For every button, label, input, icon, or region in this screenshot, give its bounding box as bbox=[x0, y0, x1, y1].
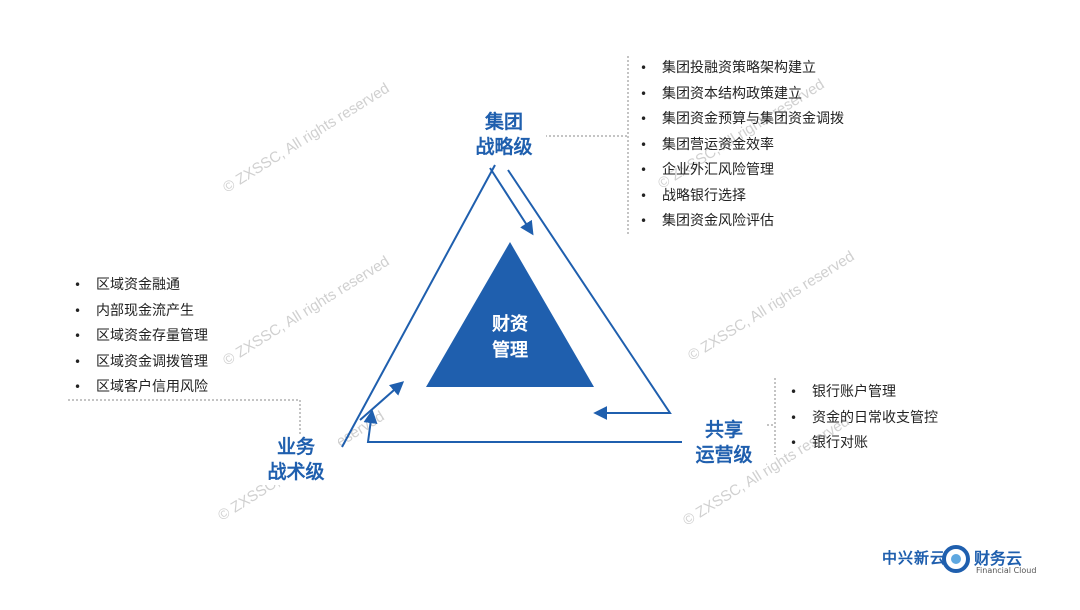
list-item: 区域资金调拨管理 bbox=[74, 350, 208, 376]
logo-mark-icon bbox=[942, 545, 970, 573]
list-item: 战略银行选择 bbox=[640, 184, 844, 210]
list-item: 企业外汇风险管理 bbox=[640, 158, 844, 184]
node-business-tactical: 业务 战术级 bbox=[254, 435, 338, 485]
node-shared-operational: 共享 运营级 bbox=[682, 418, 766, 468]
node-group-strategic-line2: 战略级 bbox=[475, 136, 533, 158]
arrow-top-to-right bbox=[489, 167, 534, 236]
logo-brand2: 财务云 bbox=[974, 549, 1023, 568]
logo-brand1: 中兴新云 bbox=[882, 549, 947, 567]
list-item: 银行账户管理 bbox=[790, 380, 938, 406]
company-logo: 中兴新云 财务云 Financial Cloud bbox=[882, 543, 1042, 583]
node-shared-operational-line2: 运营级 bbox=[695, 444, 753, 466]
node-group-strategic-line1: 集团 bbox=[484, 111, 523, 133]
node-shared-operational-line1: 共享 bbox=[704, 419, 743, 441]
list-item: 集团资金预算与集团资金调拨 bbox=[640, 107, 844, 133]
arrow-top-outer-line bbox=[507, 169, 672, 420]
list-item: 集团投融资策略架构建立 bbox=[640, 56, 844, 82]
list-item: 区域资金存量管理 bbox=[74, 324, 208, 350]
center-triangle bbox=[426, 242, 594, 387]
list-item: 集团资金风险评估 bbox=[640, 209, 844, 235]
list-item: 资金的日常收支管控 bbox=[790, 406, 938, 432]
node-group-strategic: 集团 战略级 bbox=[462, 110, 546, 160]
list-item: 区域客户信用风险 bbox=[74, 375, 208, 401]
list-item: 内部现金流产生 bbox=[74, 299, 208, 325]
arrow-left-inner bbox=[359, 381, 405, 421]
arrow-left-to-top bbox=[341, 164, 496, 448]
center-label-line1: 财资 bbox=[492, 314, 528, 335]
left-list: 区域资金融通 内部现金流产生 区域资金存量管理 区域资金调拨管理 区域客户信用风… bbox=[74, 273, 208, 401]
logo-brand2-sub: Financial Cloud bbox=[976, 566, 1037, 575]
list-item: 银行对账 bbox=[790, 431, 938, 457]
list-item: 区域资金融通 bbox=[74, 273, 208, 299]
center-label: 财资 管理 bbox=[470, 312, 550, 364]
arrow-right-to-left bbox=[363, 409, 688, 443]
node-business-tactical-line1: 业务 bbox=[276, 436, 315, 458]
list-item: 集团营运资金效率 bbox=[640, 133, 844, 159]
node-business-tactical-line2: 战术级 bbox=[267, 461, 325, 483]
list-item: 集团资本结构政策建立 bbox=[640, 82, 844, 108]
right-list: 银行账户管理 资金的日常收支管控 银行对账 bbox=[790, 380, 938, 457]
top-list: 集团投融资策略架构建立 集团资本结构政策建立 集团资金预算与集团资金调拨 集团营… bbox=[640, 56, 844, 235]
center-label-line2: 管理 bbox=[492, 340, 528, 361]
